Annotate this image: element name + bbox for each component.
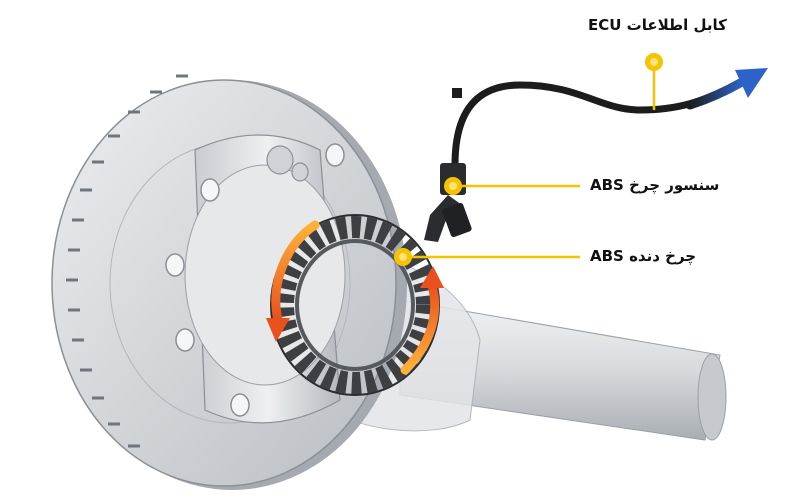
ecu-cable xyxy=(451,68,768,169)
callout-ecu-cable xyxy=(645,53,663,110)
rotation-arrow-left xyxy=(266,220,320,342)
abs-tone-wheel xyxy=(270,214,440,396)
cable-arrow-head xyxy=(735,68,768,98)
abs-sensor xyxy=(424,163,472,242)
label-ecu-cable: کابل اطلاعات ECU xyxy=(588,16,727,34)
rotation-arrow-right xyxy=(400,266,444,375)
label-abs-tone-wheel: چرخ دنده ABS xyxy=(590,247,697,265)
label-abs-sensor: سنسور چرخ ABS xyxy=(590,176,720,194)
callout-abs-sensor xyxy=(444,177,580,195)
cable-end-square xyxy=(452,88,462,98)
callout-abs-tone-wheel xyxy=(394,248,580,266)
